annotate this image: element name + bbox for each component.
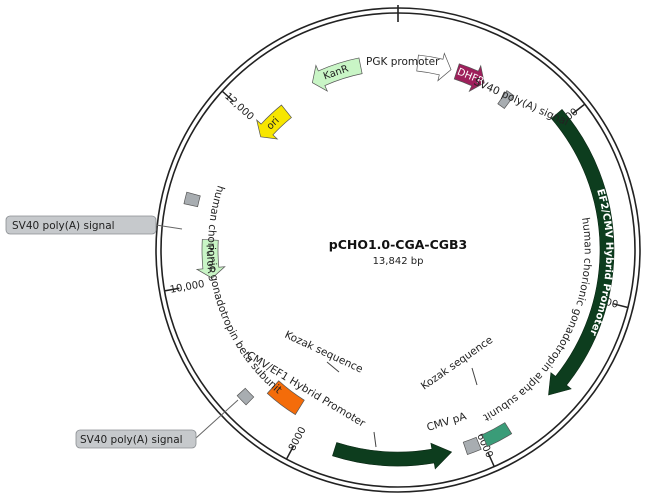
tick-mark bbox=[285, 445, 295, 460]
callout-bottom-box bbox=[75, 429, 197, 449]
tick-label: 8000 bbox=[287, 425, 309, 453]
callout-left-text: SV40 poly(A) signal bbox=[12, 220, 115, 232]
pgk-promoter-feature bbox=[416, 52, 452, 82]
callout-bottom: SV40 poly(A) signal bbox=[75, 399, 239, 449]
callout-left-box bbox=[5, 215, 157, 235]
tick-mark bbox=[487, 452, 495, 467]
dhfr-feature bbox=[453, 63, 485, 93]
sv40-label-top: SV40 poly(A) signal bbox=[472, 76, 571, 129]
pgk-promoter-label: PGK promoter bbox=[366, 56, 440, 68]
callout-left-leader bbox=[155, 224, 183, 230]
sv40-box-1 bbox=[497, 90, 515, 110]
tick-mark bbox=[613, 303, 629, 309]
callout-bottom-leader bbox=[195, 399, 239, 439]
plasmid-name: pCHO1.0-CGA-CGB3 bbox=[329, 237, 468, 252]
cmv-ef1-arrow bbox=[332, 442, 453, 470]
sv40-box-3 bbox=[183, 191, 201, 208]
teal-feature bbox=[481, 422, 513, 448]
cga-subunit-label: human chorionic gonadotropin alpha subun… bbox=[481, 217, 593, 424]
cga-subunit-text: human chorionic gonadotropin alpha subun… bbox=[481, 217, 593, 424]
tick-mark bbox=[164, 287, 180, 292]
backbone bbox=[155, 5, 641, 493]
ori-feature bbox=[256, 104, 292, 140]
puror-feature bbox=[195, 239, 226, 279]
cmv-pa-label: CMV pA bbox=[425, 410, 468, 434]
tick-label: 12,000 bbox=[222, 91, 255, 123]
kanr-feature bbox=[311, 57, 363, 92]
kozak-label-1: Kozak sequence bbox=[283, 329, 365, 376]
ef2-cmv-arrow bbox=[548, 109, 615, 396]
callout-left: SV40 poly(A) signal bbox=[5, 215, 183, 235]
large-arcs bbox=[332, 109, 615, 470]
puror-label: PuroR bbox=[204, 244, 216, 274]
tick-mark bbox=[221, 90, 234, 102]
sv40-box-2 bbox=[236, 387, 255, 406]
kozak-leader-1 bbox=[326, 361, 340, 373]
kozak-label-2: Kozak sequence bbox=[419, 334, 495, 392]
tick-mark bbox=[572, 103, 586, 114]
tick-label: 10,000 bbox=[169, 279, 205, 296]
cmv-ef1-leader bbox=[373, 431, 377, 448]
plasmid-length: 13,842 bp bbox=[373, 256, 424, 267]
cmv-pa-feature bbox=[462, 436, 482, 455]
kozak-leader-2 bbox=[471, 367, 478, 386]
callout-bottom-text: SV40 poly(A) signal bbox=[80, 434, 183, 446]
orange-feature bbox=[266, 380, 305, 416]
